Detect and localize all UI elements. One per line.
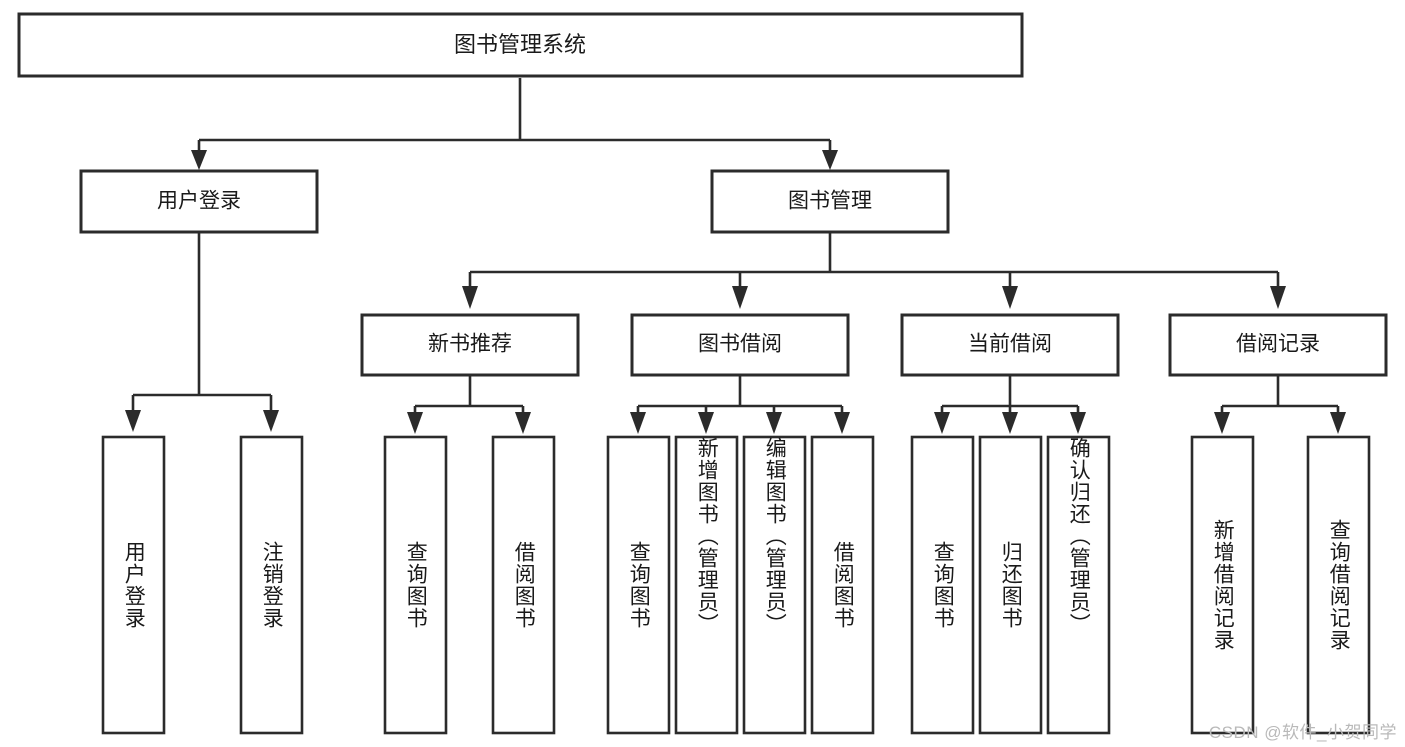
connector-currentborrow-to-leaves xyxy=(940,376,1080,414)
leaf-box-query-borrow-record[interactable] xyxy=(1306,435,1371,735)
node-book-management-box[interactable] xyxy=(710,169,950,234)
node-borrow-record-box[interactable] xyxy=(1168,313,1388,377)
arrow-to-book-management xyxy=(822,150,838,170)
arrow-to-leaf-add-borrow-record xyxy=(1214,412,1230,434)
leaf-box-edit-book-admin[interactable] xyxy=(742,435,807,735)
arrow-to-leaf-query-book-3 xyxy=(934,412,950,434)
node-current-borrow-box[interactable] xyxy=(900,313,1120,377)
node-root-box[interactable] xyxy=(17,12,1024,78)
leaf-box-logout-login[interactable] xyxy=(239,435,304,735)
arrow-to-leaf-borrow-book-1 xyxy=(515,412,531,434)
node-root[interactable]: 图书管理系统 xyxy=(17,12,1024,78)
node-current-borrow-label: 当前借阅 xyxy=(968,333,1052,356)
arrow-to-leaf-edit-book-admin xyxy=(766,412,782,434)
connector-bookborrow-to-leaves xyxy=(636,376,844,414)
csdn-watermark: CSDN @软件_小贺同学 xyxy=(1208,723,1397,742)
arrow-to-new-book-recommend xyxy=(462,286,478,309)
arrow-to-leaf-return-book xyxy=(1002,412,1018,434)
node-book-management-label: 图书管理 xyxy=(788,190,872,213)
leaf-box-query-book-3[interactable] xyxy=(910,435,975,735)
node-user-login-label: 用户登录 xyxy=(157,190,241,213)
node-book-borrow[interactable]: 图书借阅 xyxy=(630,313,850,377)
node-new-book-recommend-label: 新书推荐 xyxy=(428,333,512,356)
arrow-to-borrow-record xyxy=(1270,286,1286,309)
arrow-to-leaf-user-login xyxy=(125,410,141,432)
arrow-to-user-login xyxy=(191,150,207,170)
node-current-borrow[interactable]: 当前借阅 xyxy=(900,313,1120,377)
arrow-to-book-borrow xyxy=(732,286,748,309)
node-user-login[interactable]: 用户登录 xyxy=(79,169,319,234)
leaf-box-add-book-admin[interactable] xyxy=(674,435,739,735)
leaf-box-return-book[interactable] xyxy=(978,435,1043,735)
arrow-to-leaf-query-book-1 xyxy=(407,412,423,434)
arrow-to-leaf-logout-login xyxy=(263,410,279,432)
node-borrow-record-label: 借阅记录 xyxy=(1236,333,1320,356)
leaf-box-borrow-book-1[interactable] xyxy=(491,435,556,735)
leaf-box-borrow-book-2[interactable] xyxy=(810,435,875,735)
connector-bookmgmt-to-level3 xyxy=(468,233,1280,288)
connector-newbook-to-leaves xyxy=(413,376,525,414)
node-book-management[interactable]: 图书管理 xyxy=(710,169,950,234)
node-new-book-recommend[interactable]: 新书推荐 xyxy=(360,313,580,377)
arrow-to-leaf-query-book-2 xyxy=(630,412,646,434)
arrow-to-leaf-add-book-admin xyxy=(698,412,714,434)
arrow-to-leaf-borrow-book-2 xyxy=(834,412,850,434)
node-book-borrow-box[interactable] xyxy=(630,313,850,377)
node-root-label: 图书管理系统 xyxy=(454,32,586,57)
arrow-to-current-borrow xyxy=(1002,286,1018,309)
leaf-box-query-book-1[interactable] xyxy=(383,435,448,735)
node-user-login-box[interactable] xyxy=(79,169,319,234)
leaf-box-query-book-2[interactable] xyxy=(606,435,671,735)
connector-user-login-to-leaves xyxy=(131,233,273,412)
arrow-to-leaf-confirm-return-admin xyxy=(1070,412,1086,434)
connector-borrowrecord-to-leaves xyxy=(1220,376,1340,414)
node-book-borrow-label: 图书借阅 xyxy=(698,333,782,356)
connector-root-to-level2 xyxy=(197,78,832,152)
leaf-box-add-borrow-record[interactable] xyxy=(1190,435,1255,735)
leaf-box-confirm-return-admin[interactable] xyxy=(1046,435,1111,735)
arrow-to-leaf-query-borrow-record xyxy=(1330,412,1346,434)
leaf-box-user-login[interactable] xyxy=(101,435,166,735)
connector-layer xyxy=(125,78,1346,434)
node-new-book-recommend-box[interactable] xyxy=(360,313,580,377)
node-borrow-record[interactable]: 借阅记录 xyxy=(1168,313,1388,377)
